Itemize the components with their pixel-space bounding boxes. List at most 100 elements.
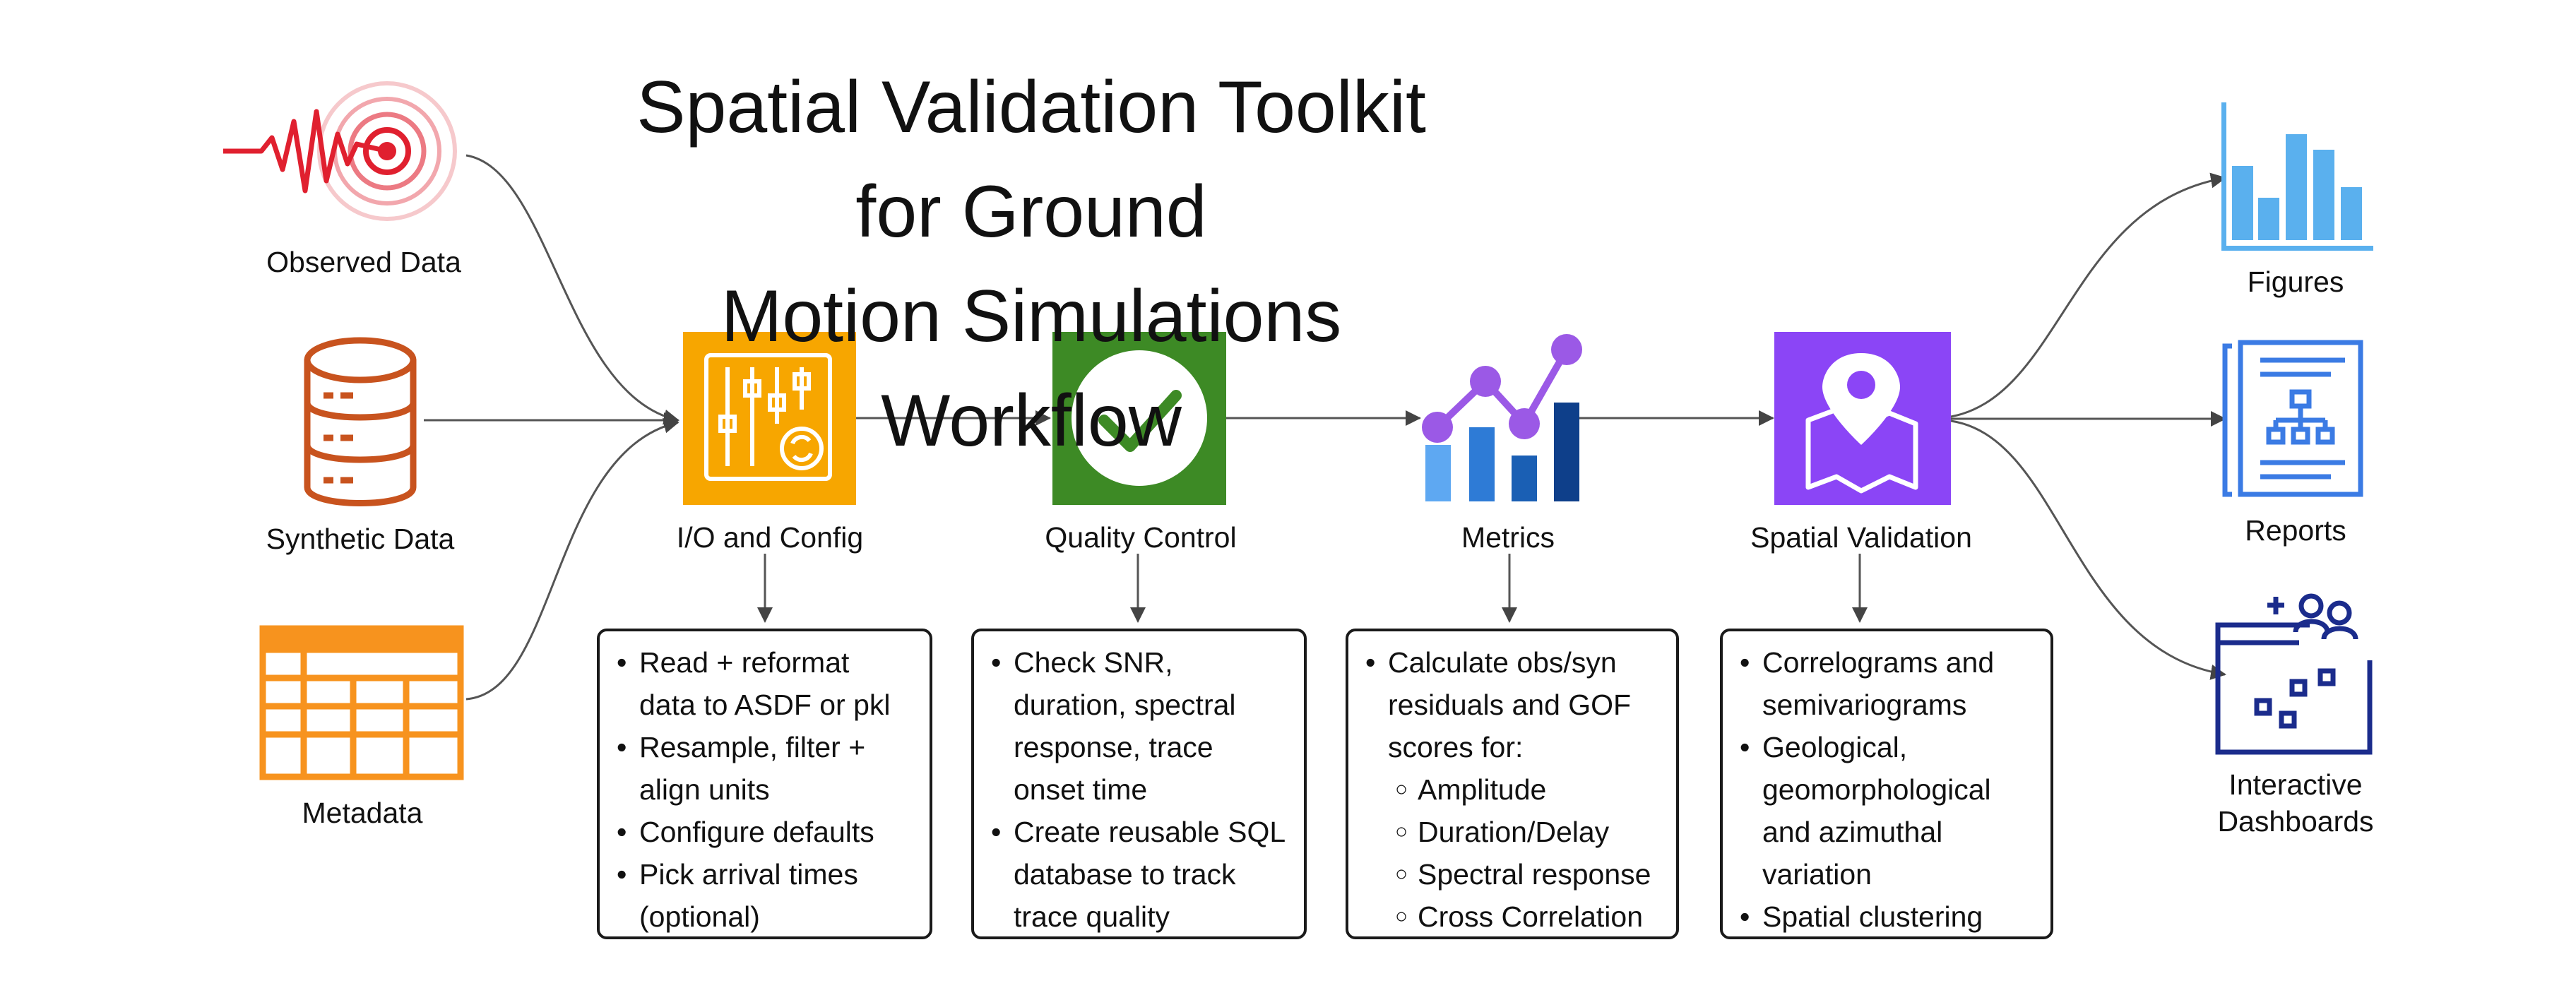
list-item-text: Duration/Delay	[1418, 816, 1610, 848]
dashboard-icon	[2215, 593, 2373, 755]
dashboards-label-line-1: Interactive	[2228, 768, 2363, 801]
list-item: semivariograms	[1723, 684, 2050, 726]
list-item-text: data to ASDF or pkl	[639, 689, 891, 721]
figures-label: Figures	[2247, 266, 2344, 298]
quality-control-label: Quality Control	[1045, 521, 1237, 554]
list-item: scores for:	[1348, 726, 1676, 768]
database-icon	[304, 337, 417, 506]
list-item-text: Correlograms and	[1762, 646, 1995, 679]
list-item-text: trace quality	[1014, 900, 1170, 933]
list-item: response, trace	[974, 726, 1304, 768]
metadata-label: Metadata	[302, 797, 423, 829]
list-item-text: Check SNR,	[1014, 646, 1173, 679]
list-item-text: Configure defaults	[639, 816, 874, 848]
metrics-details: • Calculate obs/syn residuals and GOF score…	[1346, 629, 1679, 939]
bullet-icon: •	[1365, 646, 1376, 679]
list-item-text: residuals and GOF	[1388, 689, 1632, 721]
down-arrows	[757, 554, 1868, 623]
list-item-text: and azimuthal	[1762, 816, 1943, 848]
list-item: • Configure defaults	[600, 811, 930, 853]
io-config-icon	[683, 332, 856, 505]
bullet-icon: •	[617, 816, 627, 848]
title-line-2: Motion Simulations Workflow	[720, 275, 1342, 462]
list-item: • Pick arrival times	[600, 853, 930, 895]
list-item: onset time	[974, 768, 1304, 811]
list-item-text: semivariograms	[1762, 689, 1967, 721]
list-item-text: Amplitude	[1418, 773, 1547, 806]
list-item: (optional)	[600, 895, 930, 938]
list-item-text: scores for:	[1388, 731, 1524, 763]
bullet-icon: ○	[1395, 820, 1408, 843]
bullet-icon: •	[617, 646, 627, 679]
bullet-icon: ○	[1395, 862, 1408, 886]
list-item-text: (optional)	[639, 900, 760, 933]
metrics-chart-icon	[1422, 334, 1582, 501]
list-item-text: duration, spectral	[1014, 689, 1236, 721]
list-item: • Geological,	[1723, 726, 2050, 768]
bullet-icon: •	[991, 646, 1002, 679]
sub-list-item: ○Cross Correlation	[1348, 895, 1676, 938]
bullet-icon: •	[617, 858, 627, 891]
metrics-label: Metrics	[1461, 521, 1555, 554]
quality-control-details: • Check SNR, duration, spectral response, t…	[971, 629, 1307, 939]
reports-label: Reports	[2245, 514, 2346, 547]
list-item-text: geomorphological	[1762, 773, 1991, 806]
sub-list-item: ○ Amplitude	[1348, 768, 1676, 811]
list-item: duration, spectral	[974, 684, 1304, 726]
input-connectors	[424, 154, 679, 701]
list-item-text: onset time	[1014, 773, 1148, 806]
list-item: • Spatial clustering	[1723, 895, 2050, 938]
spreadsheet-icon	[259, 625, 464, 780]
dashboards-label-line-2: Dashboards	[2217, 805, 2374, 838]
list-item: • Read + reformat	[600, 641, 930, 684]
list-item-text: Calculate obs/syn	[1388, 646, 1617, 679]
list-item: geomorphological	[1723, 768, 2050, 811]
list-item: • Correlograms and	[1723, 641, 2050, 684]
bullet-icon: •	[617, 731, 627, 763]
list-item: residuals and GOF	[1348, 684, 1676, 726]
sub-list-item: ○ Duration/Delay	[1348, 811, 1676, 853]
map-pin-icon	[1774, 332, 1951, 505]
sub-list-item: ○ Spectral response	[1348, 853, 1676, 895]
list-item: and azimuthal	[1723, 811, 2050, 853]
io-config-tile	[683, 332, 856, 505]
spatial-validation-label: Spatial Validation	[1750, 521, 1972, 554]
list-item: align units	[600, 768, 930, 811]
list-item-text: Read + reformat	[639, 646, 850, 679]
bullet-icon: ○	[1395, 778, 1408, 801]
list-item-text: Geological,	[1762, 731, 1908, 763]
spatial-validation-details: • Correlograms and semivariograms • Geologic…	[1720, 629, 2053, 939]
title-line-1: Spatial Validation Toolkit for Ground	[636, 66, 1426, 253]
dashboards-label: Interactive Dashboards	[2183, 766, 2409, 840]
bullet-icon: •	[991, 816, 1002, 848]
list-item: • Check SNR,	[974, 641, 1304, 684]
bullet-icon: •	[1740, 900, 1750, 933]
observed-data-label: Observed Data	[266, 246, 461, 278]
page-title: Spatial Validation Toolkit for Ground Mo…	[636, 55, 1427, 473]
list-item: • Calculate obs/syn	[1348, 641, 1676, 684]
report-icon	[2222, 340, 2363, 497]
list-item-text: Resample, filter +	[639, 731, 866, 763]
list-item-text: Cross Correlation	[1418, 900, 1643, 933]
list-item-text: database to track	[1014, 858, 1236, 891]
seismograph-icon	[223, 81, 457, 221]
list-item-text: Create reusable SQL	[1014, 816, 1286, 848]
bullet-icon: •	[1740, 731, 1750, 763]
list-item: • Create reusable SQL	[974, 811, 1304, 853]
list-item: trace quality	[974, 895, 1304, 938]
list-item-text: Spatial clustering	[1762, 900, 1983, 933]
synthetic-data-label: Synthetic Data	[266, 523, 455, 555]
list-item: • Resample, filter +	[600, 726, 930, 768]
io-config-details: • Read + reformat data to ASDF or pkl • Resa…	[597, 629, 932, 939]
list-item-text: Spectral response	[1418, 858, 1651, 891]
quality-check-icon	[1052, 332, 1226, 505]
io-config-label: I/O and Config	[676, 521, 864, 554]
list-item: data to ASDF or pkl	[600, 684, 930, 726]
list-item-text: Pick arrival times	[639, 858, 858, 891]
bullet-icon: •	[1740, 646, 1750, 679]
list-item-text: variation	[1762, 858, 1872, 891]
list-item: database to track	[974, 853, 1304, 895]
list-item: variation	[1723, 853, 2050, 895]
list-item-text: align units	[639, 773, 770, 806]
